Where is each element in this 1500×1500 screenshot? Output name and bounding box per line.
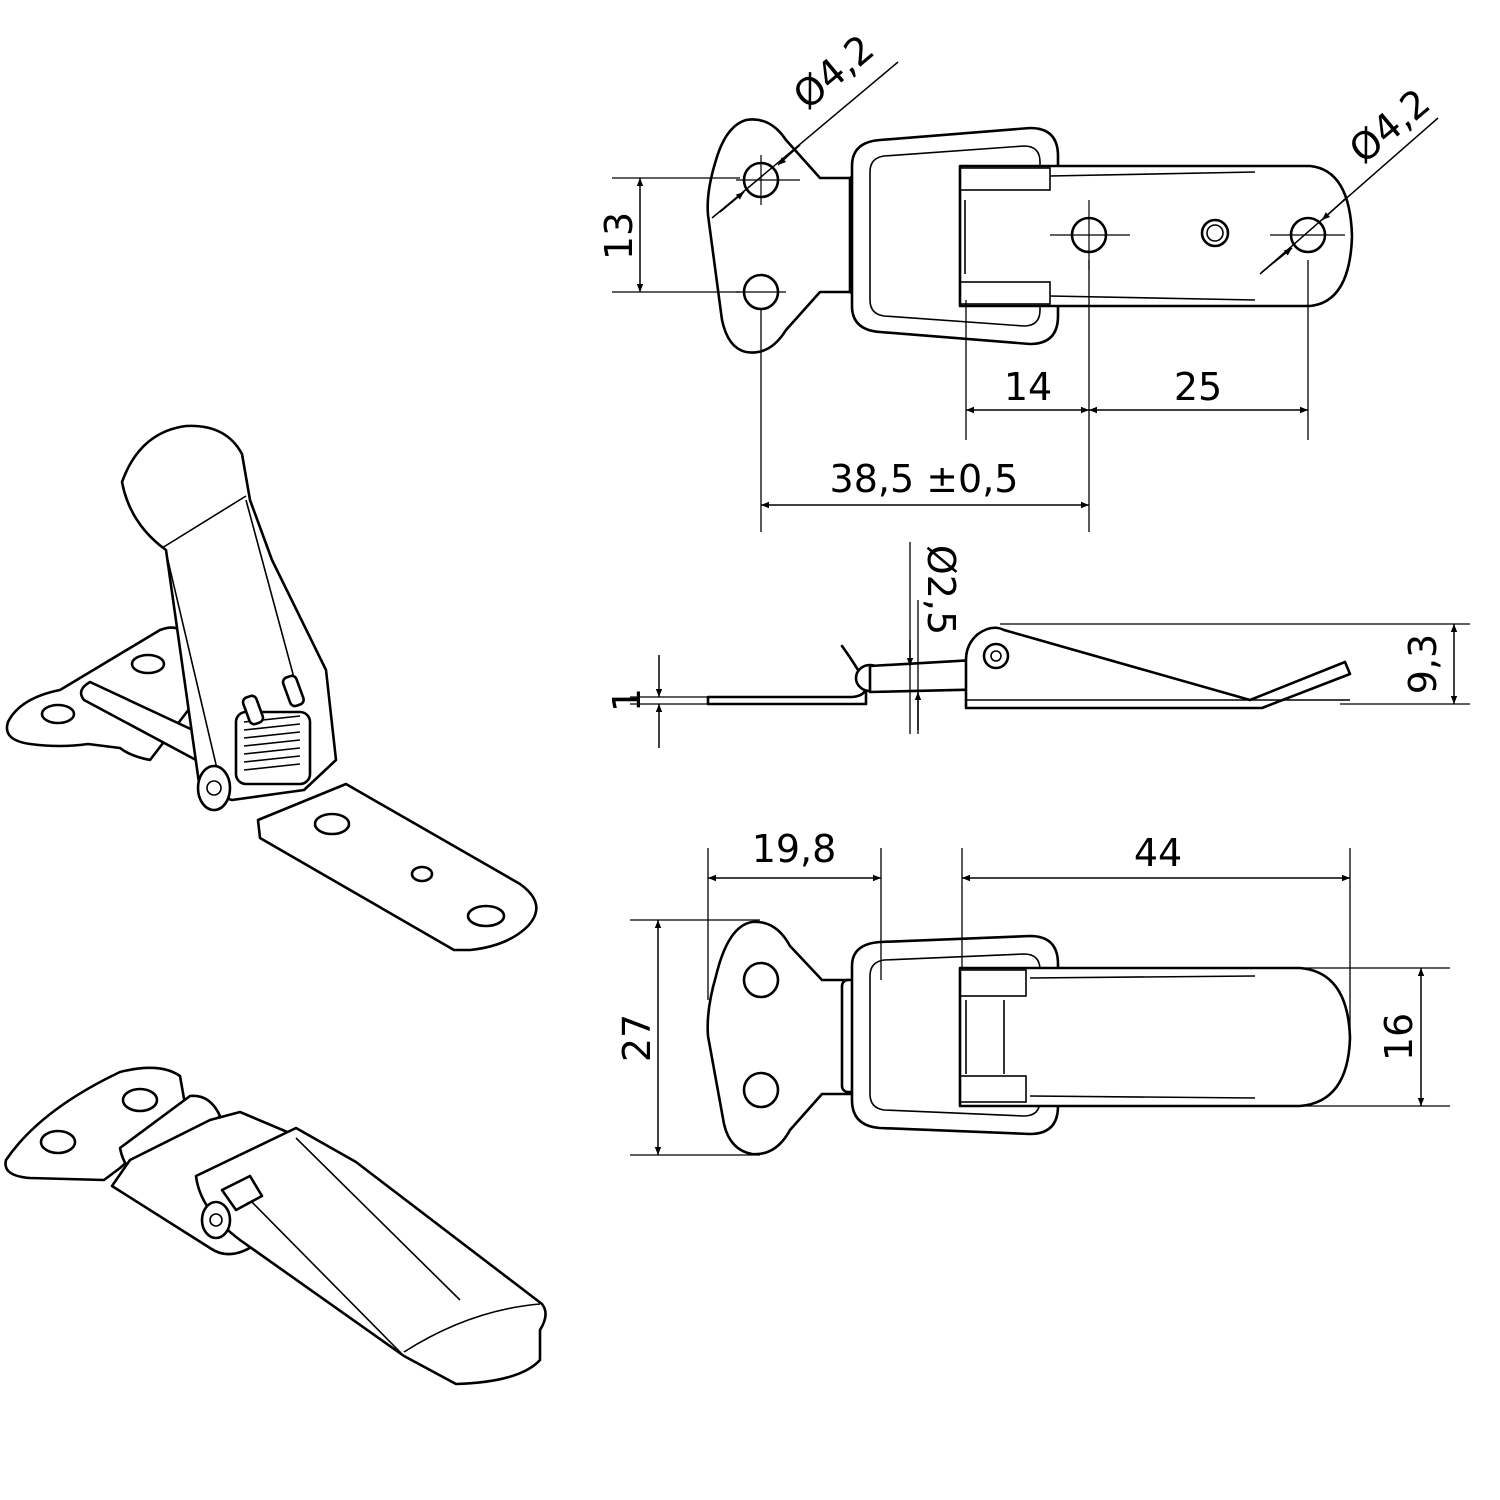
iso-open-view (5, 424, 538, 952)
dim-width-strike: 16 (1377, 1013, 1421, 1061)
iso-open-lever (120, 424, 338, 802)
dim-14: 14 (1004, 365, 1052, 409)
dim-thickness: 1 (605, 688, 649, 712)
dim-height: 9,3 (1401, 634, 1445, 694)
base-flat (706, 684, 868, 706)
lever-side (964, 626, 1352, 710)
latch-body (958, 164, 1354, 308)
base-plate-bottom (706, 920, 852, 1156)
latch-body-bottom (958, 966, 1352, 1108)
dim-hole-spacing: 13 (597, 212, 641, 260)
dim-width-base: 27 (615, 1014, 659, 1062)
iso-closed-lever (194, 1126, 547, 1386)
bottom-view: 19,8 44 27 16 (615, 827, 1450, 1156)
top-view: 13 Ø4,2 Ø4,2 14 25 38,5 ±0,5 (597, 26, 1439, 532)
dim-hole-dia-left: Ø4,2 (785, 26, 882, 118)
base-plate (706, 118, 860, 354)
latch-rivet (1200, 218, 1230, 248)
dim-44: 44 (1134, 831, 1182, 875)
dim-wire-dia: Ø2,5 (919, 545, 963, 635)
iso-closed-view (4, 1066, 547, 1386)
dim-hole-dia-right: Ø4,2 (1341, 80, 1438, 172)
dim-19-8: 19,8 (752, 827, 837, 871)
dim-38-5: 38,5 ±0,5 (830, 457, 1019, 501)
side-view: 9,3 1 Ø2,5 (605, 542, 1470, 748)
dim-25: 25 (1174, 365, 1222, 409)
iso-open-spring (234, 710, 312, 786)
